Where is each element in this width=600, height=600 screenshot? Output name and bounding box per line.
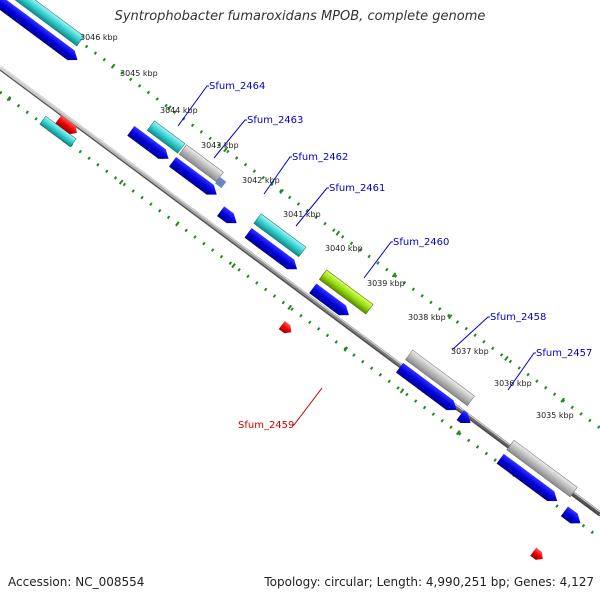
kbp-label: 3046 kbp	[80, 33, 118, 42]
leader-line-sfum-2463	[213, 119, 247, 159]
gene-label-sfum-2461[interactable]: Sfum_2461	[329, 183, 385, 194]
kbp-label: 3040 kbp	[325, 244, 363, 253]
kbp-label: 3042 kbp	[242, 176, 280, 185]
match-box-3[interactable]	[178, 144, 224, 183]
gene-label-leaders	[177, 85, 536, 426]
map-title: Syntrophobacter fumaroxidans MPOB, compl…	[114, 9, 486, 24]
kbp-label: 3037 kbp	[451, 347, 489, 356]
gene-label-sfum-2460[interactable]: Sfum_2460	[393, 237, 449, 248]
rna-feature-3[interactable]	[530, 547, 546, 563]
leader-line-sfum-2461	[295, 187, 329, 227]
kbp-label: 3035 kbp	[536, 411, 574, 420]
cds-arrow-8[interactable]	[456, 410, 475, 427]
match-box-7[interactable]	[405, 349, 475, 406]
match-box-8[interactable]	[506, 439, 578, 498]
gene-labels: Sfum_2464 Sfum_2463 Sfum_2462 Sfum_2461 …	[209, 81, 592, 431]
kbp-label: 3043 kbp	[201, 141, 239, 150]
topology-text: Topology: circular; Length: 4,990,251 bp…	[264, 575, 594, 589]
match-box-5[interactable]	[253, 213, 307, 258]
match-box-4	[215, 176, 227, 189]
kbp-label: 3041 kbp	[283, 210, 321, 219]
gene-label-sfum-2458[interactable]: Sfum_2458	[490, 312, 546, 323]
leader-line-sfum-2464	[177, 85, 209, 127]
kbp-label: 3039 kbp	[367, 279, 405, 288]
accession-text: Accession: NC_008554	[8, 575, 145, 589]
gene-label-sfum-2463[interactable]: Sfum_2463	[247, 115, 303, 126]
kbp-label: 3044 kbp	[160, 106, 198, 115]
leader-line-sfum-2460	[363, 241, 393, 279]
lower-feature-track	[39, 115, 546, 563]
kbp-label: 3038 kbp	[408, 313, 446, 322]
cds-arrow-4[interactable]	[217, 206, 240, 228]
rna-feature-1[interactable]	[55, 115, 79, 137]
gene-label-sfum-2459[interactable]: Sfum_2459	[238, 420, 294, 431]
upper-feature-track	[0, 0, 584, 529]
cds-arrow-1[interactable]	[0, 0, 81, 65]
rna-feature-2[interactable]	[278, 321, 295, 336]
cds-arrow-7[interactable]	[395, 362, 460, 415]
match-box-1[interactable]	[0, 0, 85, 47]
cds-arrow-2[interactable]	[127, 125, 172, 164]
cds-arrow-6[interactable]	[309, 283, 352, 320]
cds-arrow-10[interactable]	[560, 506, 584, 529]
cds-arrow-9[interactable]	[496, 453, 561, 506]
kbp-label: 3045 kbp	[120, 69, 158, 78]
cds-arrow-5[interactable]	[244, 228, 301, 274]
genome-backbone	[0, 65, 600, 517]
leader-line-sfum-2458	[451, 316, 490, 351]
leader-line-sfum-2457	[507, 352, 536, 391]
cds-arrow-3[interactable]	[168, 156, 220, 199]
leader-line-sfum-2459	[292, 387, 323, 426]
leader-line-sfum-2462	[263, 156, 292, 195]
gene-label-sfum-2464[interactable]: Sfum_2464	[209, 81, 265, 92]
match-box-6[interactable]	[318, 269, 374, 315]
match-box-2[interactable]	[146, 120, 186, 154]
gene-label-sfum-2462[interactable]: Sfum_2462	[292, 152, 348, 163]
kbp-labels: 3046 kbp 3045 kbp 3044 kbp 3043 kbp 3042…	[80, 33, 574, 420]
gene-label-sfum-2457[interactable]: Sfum_2457	[536, 348, 592, 359]
